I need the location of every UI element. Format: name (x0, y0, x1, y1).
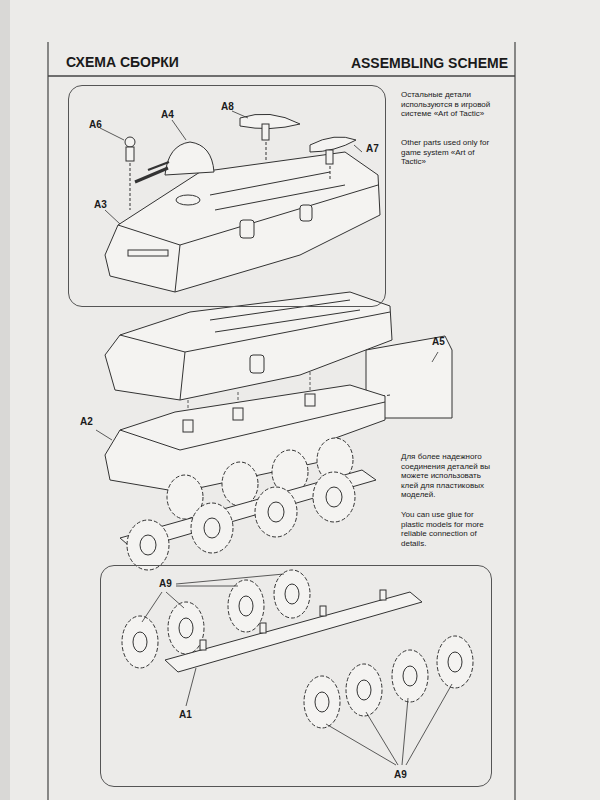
header-rule (48, 75, 515, 77)
note-text: Для более надежного соединения деталей в… (401, 452, 497, 500)
leader-line (96, 352, 438, 440)
paper-sheet (10, 0, 600, 800)
callout-number: A3 (94, 199, 107, 210)
callout-number: A6 (89, 119, 102, 130)
callout-number: A8 (221, 101, 234, 112)
chassis-frame (165, 590, 422, 672)
upper-hull (105, 292, 392, 400)
callout-number: A1 (179, 709, 192, 720)
sheet-title: ASSEMBLING SCHEME (351, 55, 508, 71)
assembly-panel: A9A1A9 (100, 565, 492, 787)
upper-hull (105, 152, 380, 292)
wheel (304, 636, 473, 728)
frame-line (514, 42, 515, 800)
frame-line (47, 42, 48, 800)
note-text: Остальные детали используются в игровой … (401, 90, 497, 119)
callout-number: A7 (366, 143, 379, 154)
antenna-part (240, 114, 356, 180)
callout-number: A9 (394, 769, 407, 780)
sheet-title: СХЕМА СБОРКИ (66, 54, 179, 70)
wheel (127, 472, 355, 570)
leader-line (142, 574, 452, 765)
leader-line (100, 111, 362, 224)
callout-number: A4 (161, 109, 174, 120)
note-text: Other parts used only for game system «A… (401, 138, 497, 167)
callout-number: A9 (159, 578, 172, 589)
note-text: You can use glue for plastic models for … (401, 510, 497, 548)
callout-number: A5 (432, 336, 445, 347)
callout-number: A2 (80, 416, 93, 427)
turret-part (135, 142, 214, 182)
assembly-panel: A6 A4 A8A3 A7 (68, 85, 386, 307)
light-part (125, 137, 135, 210)
